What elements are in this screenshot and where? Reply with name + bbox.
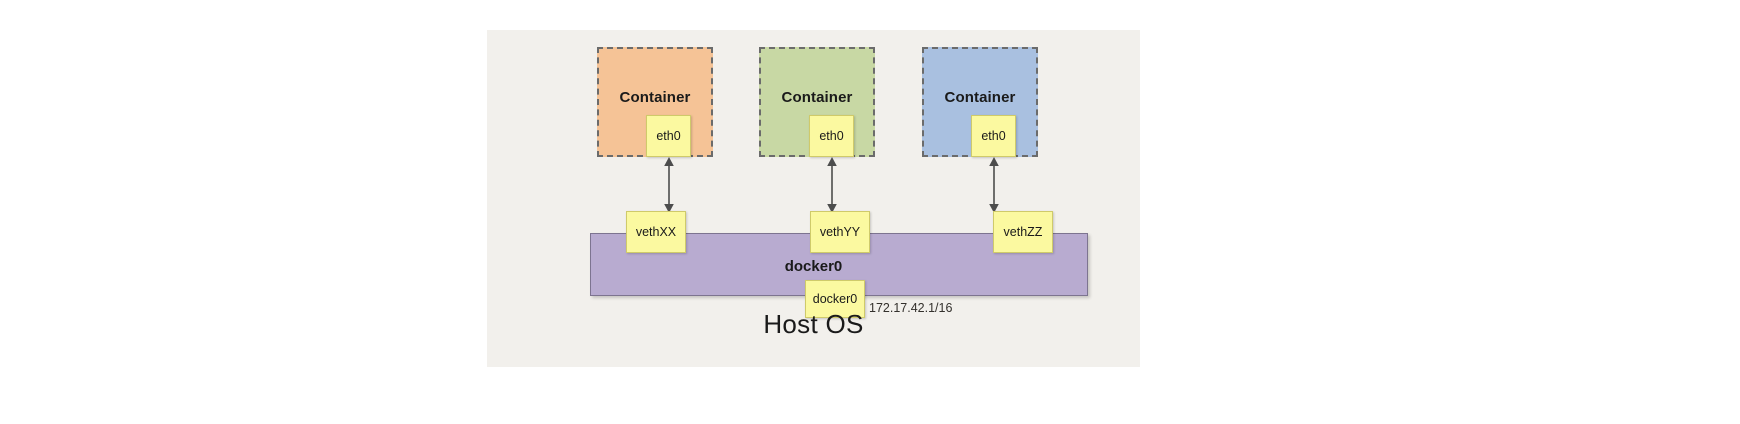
eth0-label-3: eth0 (981, 129, 1006, 143)
eth0-interface-3[interactable]: eth0 (971, 115, 1016, 157)
double-arrow-vertical-icon-3 (989, 157, 999, 213)
diagram-canvas: Container eth0 Container eth0 Container … (487, 30, 1140, 367)
eth0-label-2: eth0 (819, 129, 844, 143)
double-arrow-vertical-icon-1 (664, 157, 674, 213)
veth-label-yy: vethYY (819, 225, 861, 239)
veth-label-zz: vethZZ (1003, 225, 1043, 239)
veth-label-xx: vethXX (635, 225, 677, 239)
container-label-3: Container (944, 89, 1016, 106)
veth-interface-yy[interactable]: vethYY (810, 211, 870, 253)
docker0-ip-label: 172.17.42.1/16 (869, 301, 953, 315)
veth-interface-xx[interactable]: vethXX (626, 211, 686, 253)
docker0-bridge-label: docker0 (784, 258, 843, 275)
veth-interface-zz[interactable]: vethZZ (993, 211, 1053, 253)
eth0-interface-2[interactable]: eth0 (809, 115, 854, 157)
host-os-title: Host OS (763, 309, 864, 339)
container-label-2: Container (781, 89, 853, 106)
docker0-interface-chip[interactable]: docker0 (805, 280, 865, 318)
double-arrow-vertical-icon-2 (827, 157, 837, 213)
eth0-label-1: eth0 (656, 129, 681, 143)
eth0-interface-1[interactable]: eth0 (646, 115, 691, 157)
docker0-interface-label: docker0 (812, 292, 858, 306)
container-label-1: Container (619, 89, 691, 106)
